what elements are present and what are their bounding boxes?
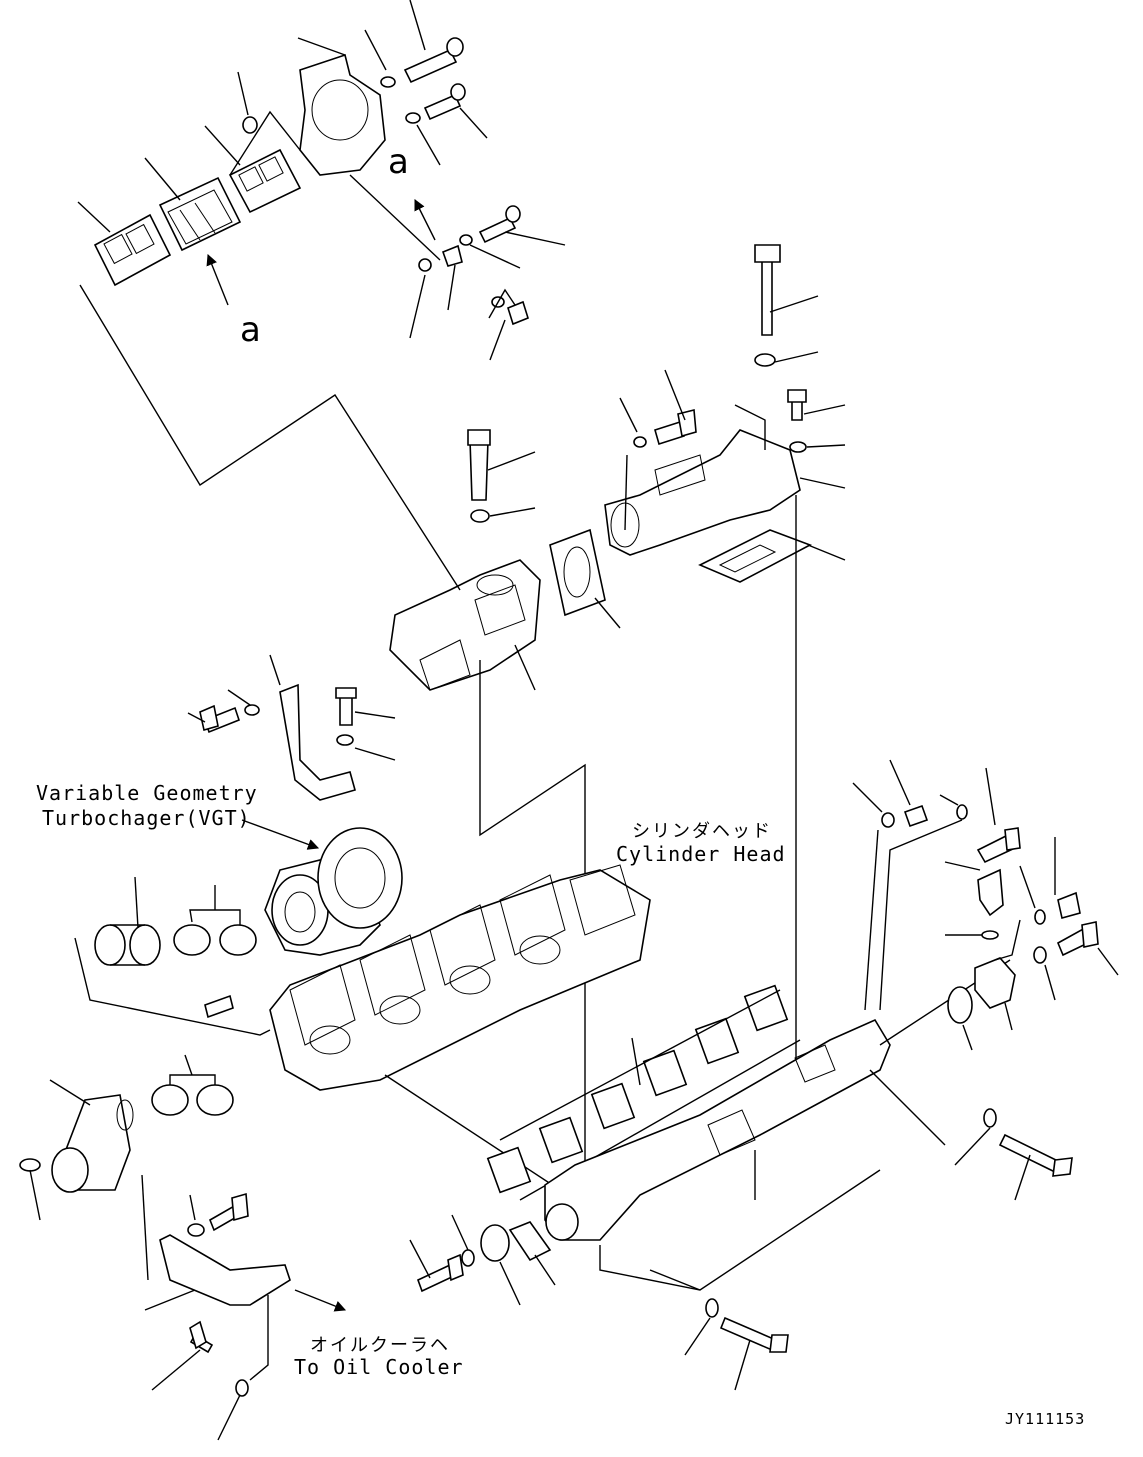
lower-left-bolts [20,1159,268,1440]
hose-clamps-upper [75,877,270,1035]
manifold-gaskets [488,986,800,1200]
oil-cooler-label-jp: オイルクーラヘ [310,1335,450,1356]
exhaust-elbow [298,38,385,175]
manifold-gasket-square [700,530,810,582]
round-gasket [550,530,605,615]
top-spacer-block [160,178,240,250]
turbo-connector-manifold [270,560,540,690]
vgt-label-line1: Variable Geometry [36,781,258,805]
top-leader-lines [78,0,565,360]
cylinder-head-block [270,865,650,1190]
lower-bracket [142,1175,290,1310]
top-gasket-right [230,150,300,212]
hose-clamps-lower [152,1055,233,1115]
bracket-left [280,685,355,800]
view-a-label-bottom: a [240,310,261,350]
cylinder-head-label-en: Cylinder Head [616,842,786,866]
view-a-label-top: a [388,142,409,182]
manifold-bolts-right [600,1109,1072,1390]
manifold-cover-plates [410,1215,555,1305]
elbow-hose [50,1080,133,1192]
drawing-code: JY111153 [1005,1410,1086,1428]
oil-cooler-label-en: To Oil Cooler [294,1355,464,1379]
exhaust-pipe-section [605,430,800,555]
top-gasket-left [95,215,170,285]
arrow-view-a-top [415,198,435,240]
vgt-turbocharger [265,828,402,955]
right-sensors [853,760,1118,1050]
arrow-oil-cooler [295,1290,347,1312]
connector-bolt [468,430,490,522]
vgt-label-line2: Turbochager(VGT) [42,806,251,830]
arrow-view-a-bottom [206,253,228,305]
arrow-vgt [242,820,320,850]
exhaust-manifold [545,960,1010,1240]
middle-bolts [200,245,806,1017]
cylinder-head-label-jp: シリンダヘッド [632,821,772,842]
top-bolts [381,38,528,324]
